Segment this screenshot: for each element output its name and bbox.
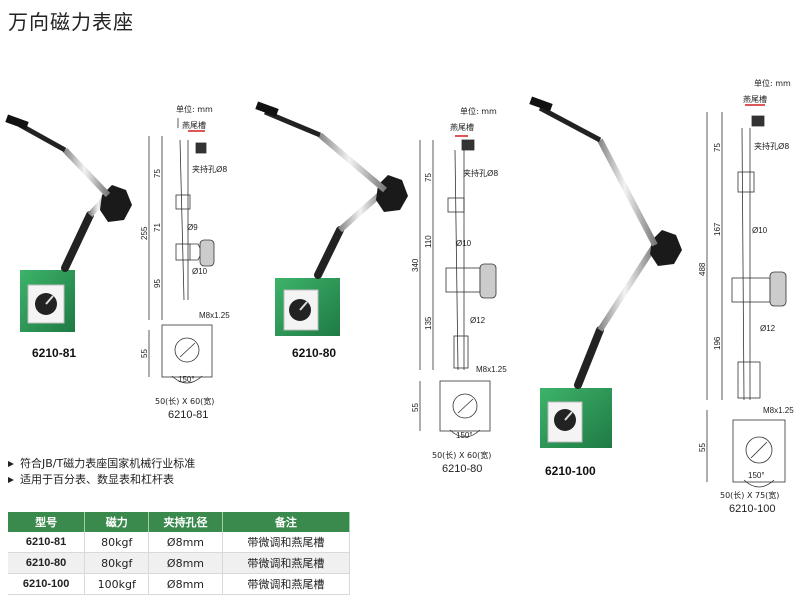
- angle-label: 150°: [748, 471, 765, 480]
- clamp-hole-label: 夹持孔Ø8: [192, 164, 227, 174]
- drawing-caption-6210-81: 6210-81: [168, 409, 209, 421]
- lock-knob-icon: [376, 175, 408, 212]
- drawing-6210-80: [419, 135, 497, 438]
- page-title: 万向磁力表座: [8, 10, 134, 34]
- model-label-6210-100: 6210-100: [545, 464, 596, 478]
- col-header-remarks: 备注: [222, 512, 351, 532]
- table-row: 6210-81 80kgf Ø8mm 带微调和燕尾槽: [8, 532, 351, 553]
- dim-196: 196: [713, 336, 722, 350]
- dim-167: 167: [713, 222, 722, 236]
- dim-total: 340: [411, 258, 420, 272]
- dovetail-label: 燕尾槽: [743, 94, 767, 104]
- angle-label: 150°: [178, 375, 195, 384]
- dim-75: 75: [153, 169, 162, 178]
- cell-force: 80kgf: [84, 552, 150, 574]
- feature-item: 适用于百分表、数显表和杠杆表: [8, 472, 195, 488]
- thread-label: M8x1.25: [199, 311, 230, 320]
- model-label-6210-80: 6210-80: [292, 346, 337, 360]
- unit-label: 单位: mm: [176, 104, 213, 114]
- cell-model: 6210-81: [8, 532, 86, 553]
- cell-remark: 带微调和燕尾槽: [222, 532, 351, 553]
- base-size-label: 50(长) X 75(宽): [720, 490, 779, 500]
- drawing-6210-81: [148, 118, 215, 384]
- unit-label: 单位: mm: [460, 106, 497, 116]
- drawing-6210-100: [706, 104, 787, 488]
- dim-total: 255: [140, 226, 149, 240]
- base-panel: [27, 284, 65, 324]
- col-header-magnetic-force: 磁力: [84, 512, 150, 532]
- dim-110: 110: [424, 235, 433, 248]
- dim-71: 71: [153, 223, 162, 232]
- dovetail-label: 燕尾槽: [182, 120, 206, 130]
- dim-base-height: 55: [140, 349, 149, 358]
- dia-label: Ø12: [760, 324, 776, 333]
- cell-hole: Ø8mm: [148, 552, 223, 574]
- cell-hole: Ø8mm: [148, 573, 223, 595]
- feature-list: 符合JB/T磁力表座国家机械行业标准 适用于百分表、数显表和杠杆表: [8, 456, 195, 488]
- dovetail-label: 燕尾槽: [450, 122, 474, 132]
- dia-label: Ø10: [752, 226, 768, 235]
- cell-force: 80kgf: [84, 532, 150, 553]
- cell-remark: 带微调和燕尾槽: [222, 573, 351, 595]
- table-row: 6210-80 80kgf Ø8mm 带微调和燕尾槽: [8, 552, 351, 574]
- dim-total: 488: [698, 262, 707, 276]
- table-row: 6210-100 100kgf Ø8mm 带微调和燕尾槽: [8, 573, 351, 595]
- dia-label: Ø10: [192, 267, 208, 276]
- dia-label: Ø12: [470, 316, 486, 325]
- model-label-6210-81: 6210-81: [32, 346, 77, 360]
- col-header-clamp-hole: 夹持孔径: [148, 512, 223, 532]
- thread-label: M8x1.25: [476, 365, 507, 374]
- base-size-label: 50(长) X 60(宽): [155, 396, 214, 406]
- cell-force: 100kgf: [84, 573, 150, 595]
- dia-label: Ø10: [456, 239, 472, 248]
- base-size-label: 50(长) X 60(宽): [432, 450, 491, 460]
- dim-75: 75: [424, 173, 433, 182]
- lock-knob-icon: [650, 230, 682, 266]
- cell-model: 6210-100: [8, 573, 86, 595]
- spec-table: 型号 磁力 夹持孔径 备注 6210-81 80kgf Ø8mm 带微调和燕尾槽…: [8, 512, 351, 595]
- unit-label: 单位: mm: [754, 78, 791, 88]
- dim-base-height: 55: [411, 403, 420, 412]
- clamp-hole-label: 夹持孔Ø8: [754, 141, 789, 151]
- dim-75: 75: [713, 143, 722, 152]
- thread-label: M8x1.25: [763, 406, 794, 415]
- cell-model: 6210-80: [8, 552, 86, 574]
- drawing-caption-6210-80: 6210-80: [442, 463, 483, 475]
- col-header-model: 型号: [8, 512, 86, 532]
- feature-item: 符合JB/T磁力表座国家机械行业标准: [8, 456, 195, 472]
- table-header-row: 型号 磁力 夹持孔径 备注: [8, 512, 351, 532]
- dim-135: 135: [424, 316, 433, 330]
- clamp-hole-label: 夹持孔Ø8: [463, 168, 498, 178]
- product-photo-6210-100: [529, 96, 682, 448]
- dim-base-height: 55: [698, 443, 707, 452]
- angle-label: 150°: [456, 431, 473, 440]
- cell-remark: 带微调和燕尾槽: [222, 552, 351, 574]
- dia-label: Ø9: [187, 223, 198, 232]
- product-photo-6210-81: [5, 114, 132, 332]
- cell-hole: Ø8mm: [148, 532, 223, 553]
- dim-95: 95: [153, 279, 162, 288]
- product-photo-6210-80: [255, 101, 408, 336]
- drawing-caption-6210-100: 6210-100: [729, 503, 776, 515]
